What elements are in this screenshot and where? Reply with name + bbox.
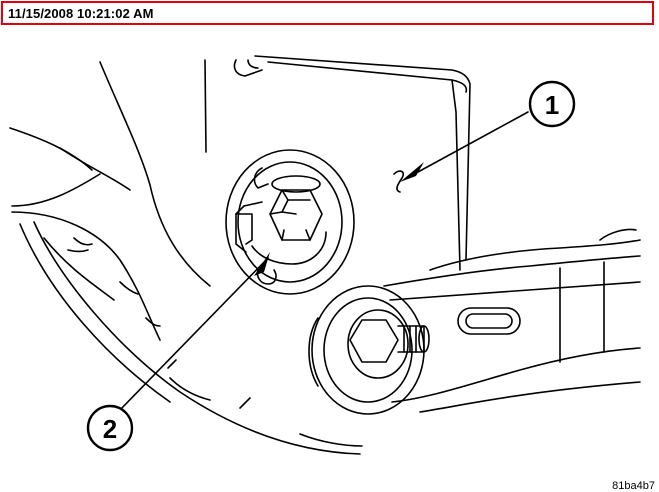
leader-arrowhead-1 bbox=[400, 162, 424, 182]
timestamp-bar: 11/15/2008 10:21:02 AM bbox=[1, 1, 654, 25]
lower-control-arm bbox=[308, 228, 641, 415]
timestamp-text: 11/15/2008 10:21:02 AM bbox=[8, 6, 154, 21]
leader-arrowhead-2 bbox=[254, 252, 270, 276]
figure-code: 81ba4b7 bbox=[612, 480, 655, 492]
cam-bolt-assembly bbox=[225, 149, 355, 295]
suspension-illustration: 1 2 bbox=[9, 55, 641, 455]
frame-bracket bbox=[9, 55, 471, 341]
body-lower-curve bbox=[19, 221, 363, 455]
leader-lines bbox=[117, 111, 529, 413]
callout-1-badge: 1 bbox=[528, 80, 576, 128]
callout-2-badge: 2 bbox=[86, 404, 134, 452]
callout-2-number: 2 bbox=[103, 414, 117, 444]
callout-1-number: 1 bbox=[545, 90, 559, 120]
